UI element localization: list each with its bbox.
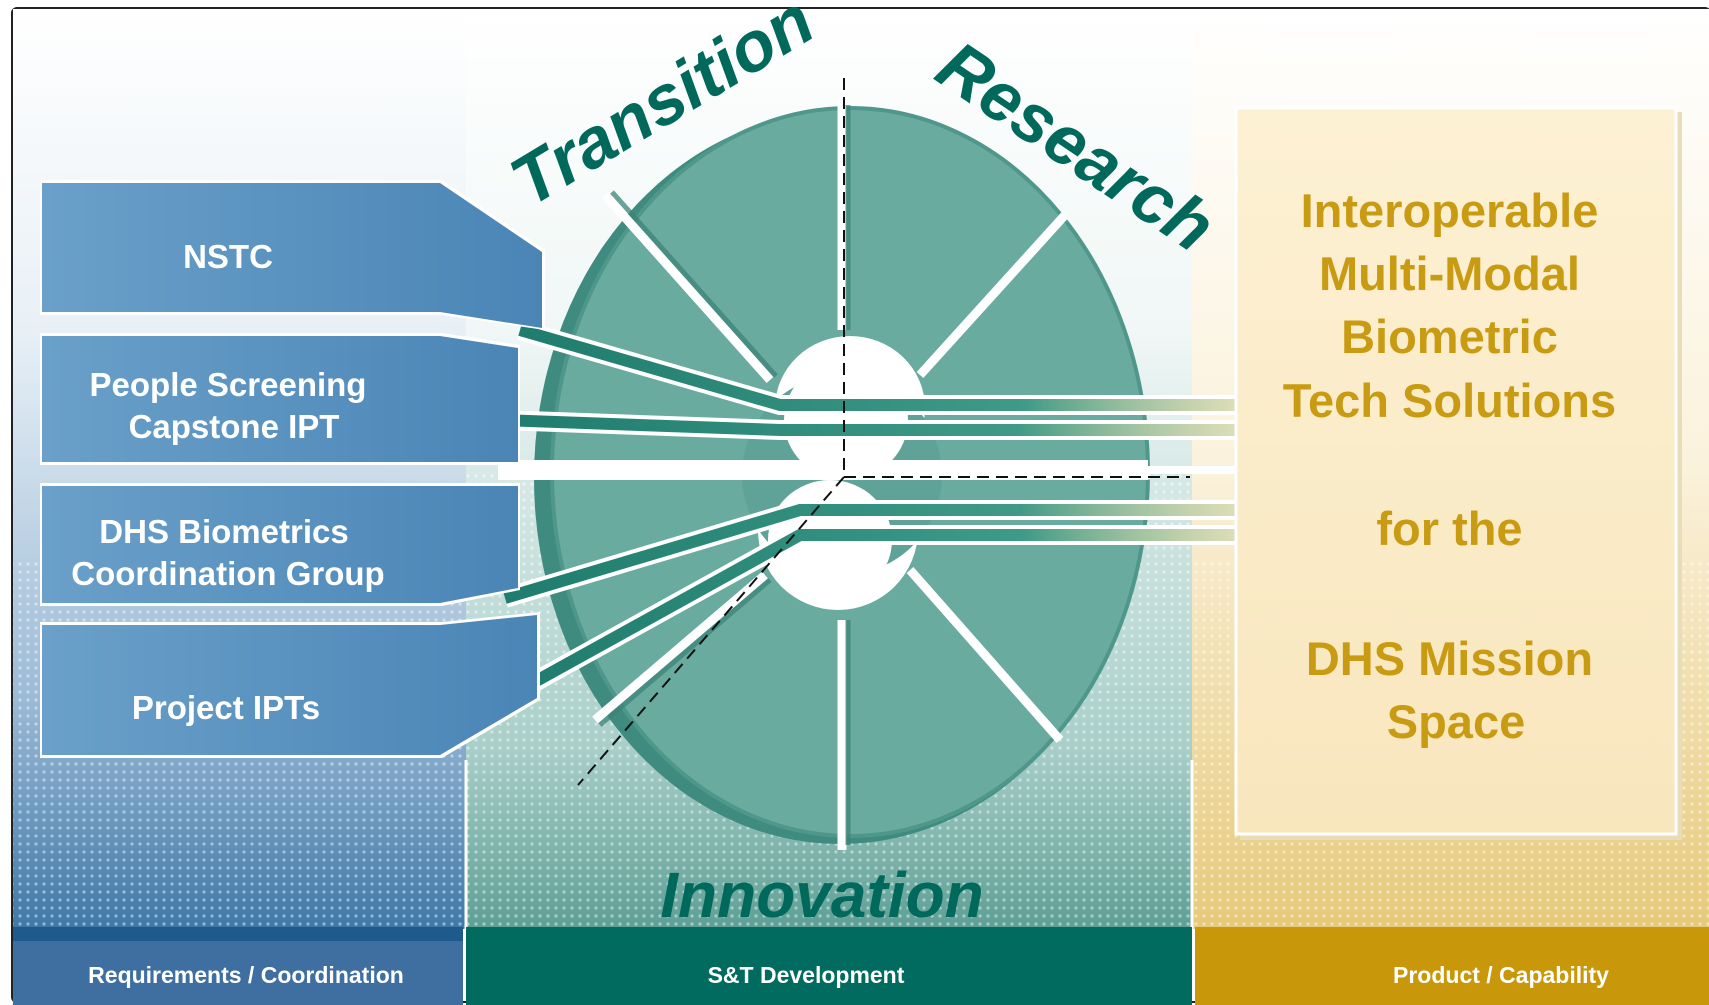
project-ipts-label: Project IPTs bbox=[132, 689, 320, 726]
nstc-label: NSTC bbox=[183, 238, 273, 275]
innovation-label: Innovation bbox=[660, 859, 984, 931]
footer: Requirements / Coordination S&T Developm… bbox=[13, 927, 1709, 1005]
nstc-box: NSTC bbox=[40, 180, 545, 330]
flow-streams bbox=[499, 320, 1240, 699]
dashed-axes bbox=[577, 78, 1190, 786]
result-box: Interoperable Multi-Modal Biometric Tech… bbox=[1234, 106, 1682, 840]
footer-product-label: Product / Capability bbox=[1393, 962, 1609, 988]
footer-development-bar bbox=[466, 927, 1192, 1005]
footer-development-label: S&T Development bbox=[708, 962, 905, 988]
project-ipts-box: Project IPTs bbox=[40, 612, 540, 758]
result-box-text: Interoperable Multi-Modal Biometric Tech… bbox=[1283, 184, 1629, 748]
footer-requirements-label: Requirements / Coordination bbox=[88, 962, 404, 988]
footer-product-bar bbox=[1195, 927, 1709, 1005]
